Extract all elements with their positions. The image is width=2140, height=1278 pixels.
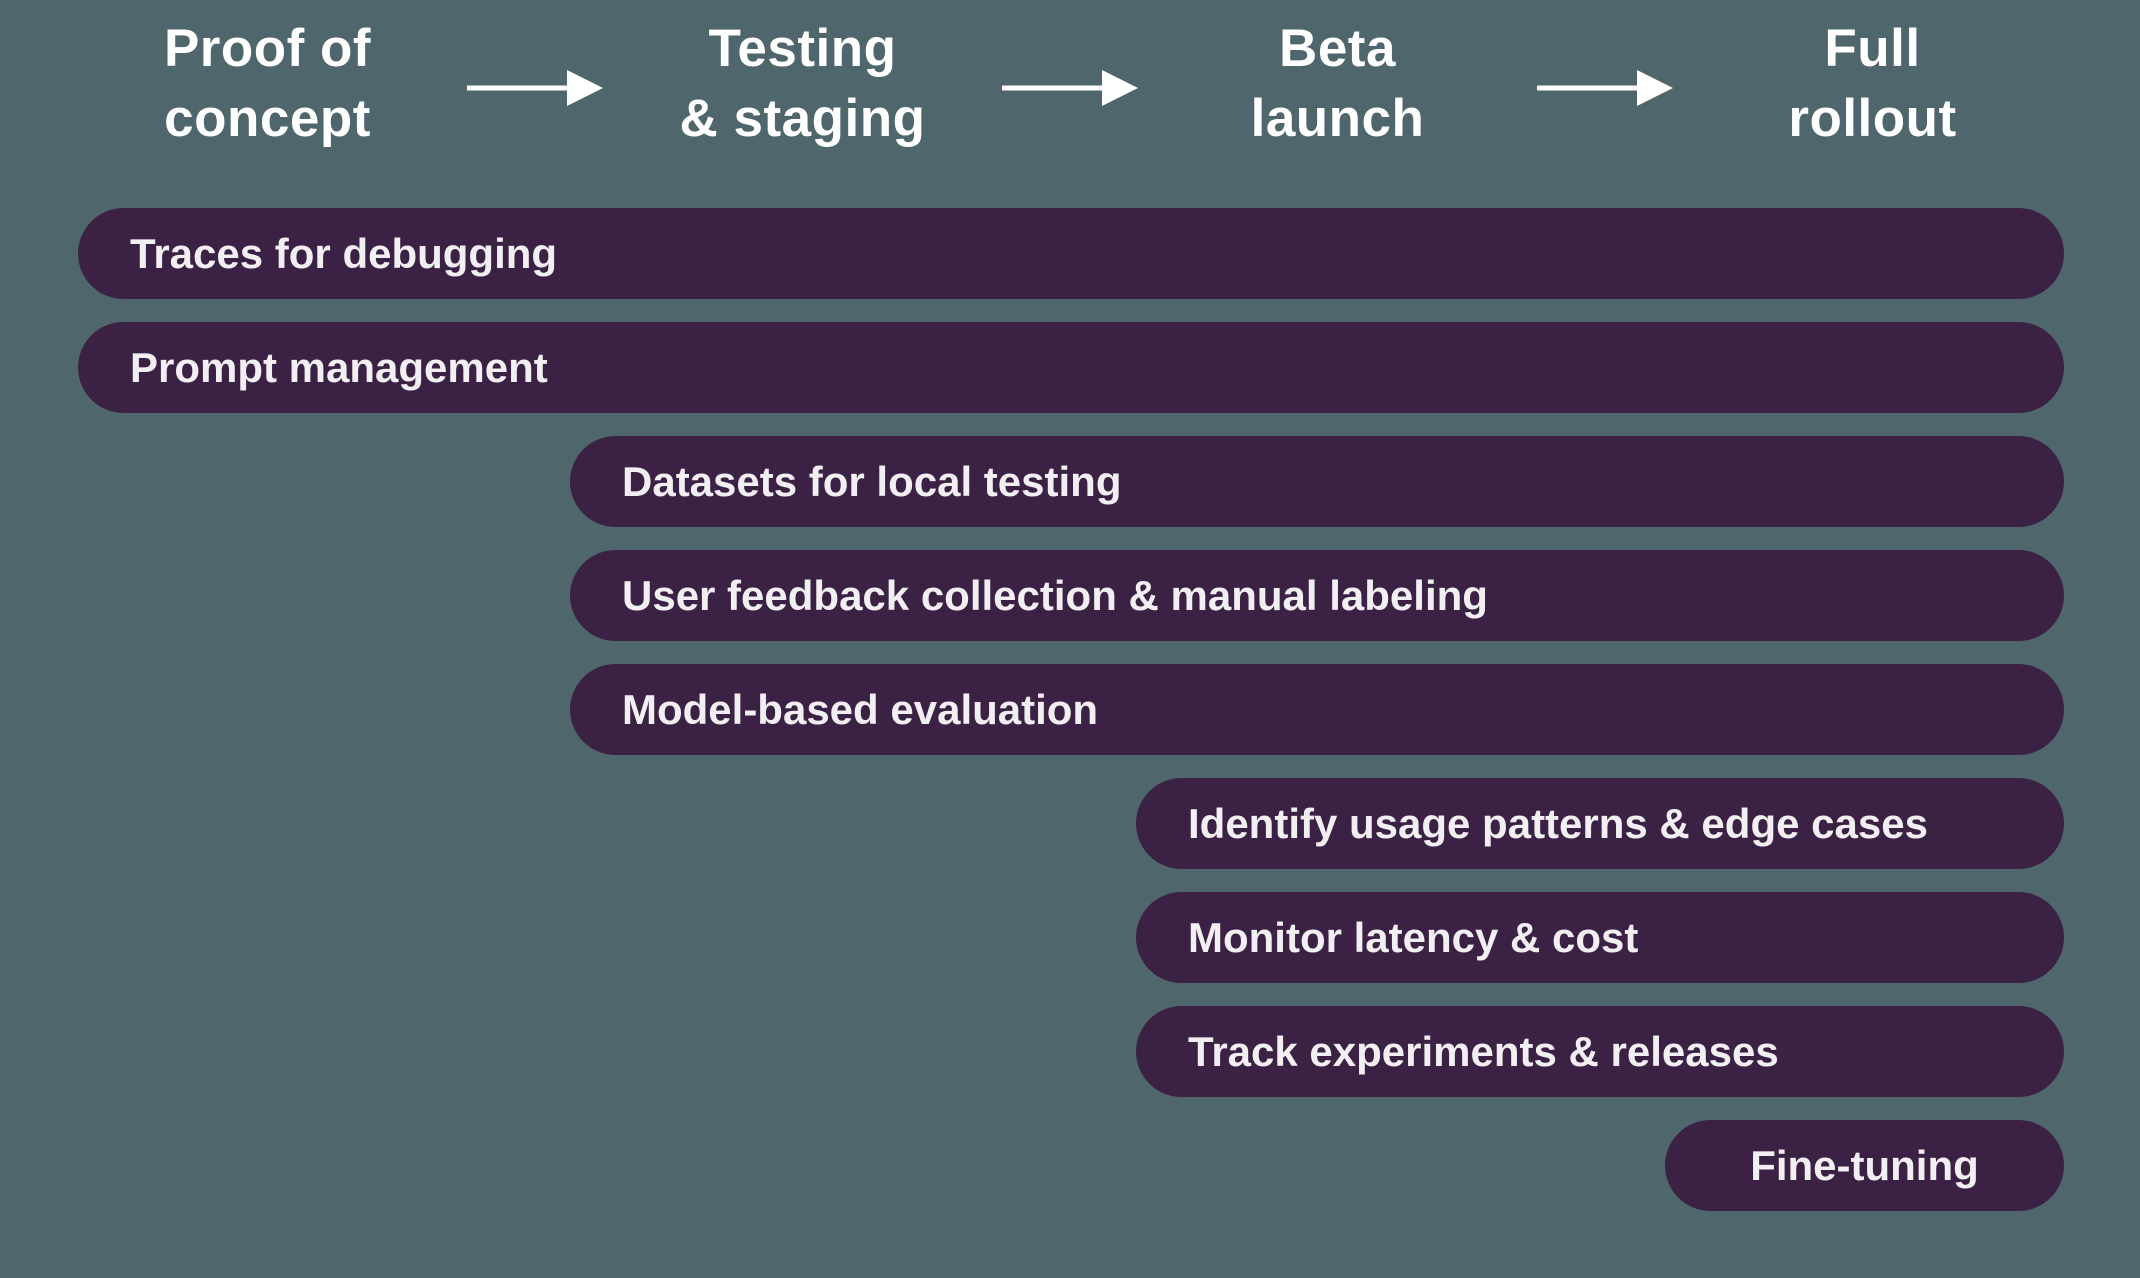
stage-title-2: Beta launch	[1250, 19, 1425, 148]
bar-track-experiments-releases: Track experiments & releases	[1136, 1006, 2064, 1097]
capability-bar-label: Prompt management	[130, 343, 548, 391]
capability-bar-label: Fine-tuning	[1750, 1141, 1979, 1189]
bar-monitor-latency-cost: Monitor latency & cost	[1136, 892, 2064, 983]
capability-bar-label: Monitor latency & cost	[1188, 913, 1639, 961]
stage-column-0: Proof of concept	[0, 14, 535, 154]
stage-title-0: Proof of concept	[163, 19, 372, 148]
bar-identify-usage-patterns-edge-cases: Identify usage patterns & edge cases	[1136, 778, 2064, 869]
bar-datasets-for-local-testing: Datasets for local testing	[570, 436, 2064, 527]
bar-fine-tuning: Fine-tuning	[1665, 1120, 2064, 1211]
arrow-right-icon-2	[1537, 70, 1673, 106]
capability-bar-label: Traces for debugging	[130, 229, 558, 277]
capability-bar-label: Track experiments & releases	[1188, 1027, 1779, 1075]
capability-bar-label: User feedback collection & manual labeli…	[622, 571, 1488, 619]
stage-column-2: Beta launch	[1070, 14, 1605, 154]
stage-title-3: Full rollout	[1788, 19, 1957, 148]
stage-column-3: Full rollout	[1605, 14, 2140, 154]
capability-bar-label: Datasets for local testing	[622, 457, 1122, 505]
bar-user-feedback-collection-manual-labeling: User feedback collection & manual labeli…	[570, 550, 2064, 641]
arrow-right-icon-0	[467, 70, 603, 106]
bar-model-based-evaluation: Model-based evaluation	[570, 664, 2064, 755]
stage-header-row: Proof of concept Testing & staging Beta …	[0, 14, 2140, 154]
capability-bars-list: Traces for debugging Prompt management D…	[0, 208, 2140, 1234]
capability-bar-label: Identify usage patterns & edge cases	[1188, 799, 1928, 847]
bar-traces-for-debugging: Traces for debugging	[78, 208, 2064, 299]
bar-prompt-management: Prompt management	[78, 322, 2064, 413]
capability-bar-label: Model-based evaluation	[622, 685, 1099, 733]
stage-column-1: Testing & staging	[535, 14, 1070, 154]
stage-title-1: Testing & staging	[679, 19, 926, 148]
arrow-right-icon-1	[1002, 70, 1138, 106]
